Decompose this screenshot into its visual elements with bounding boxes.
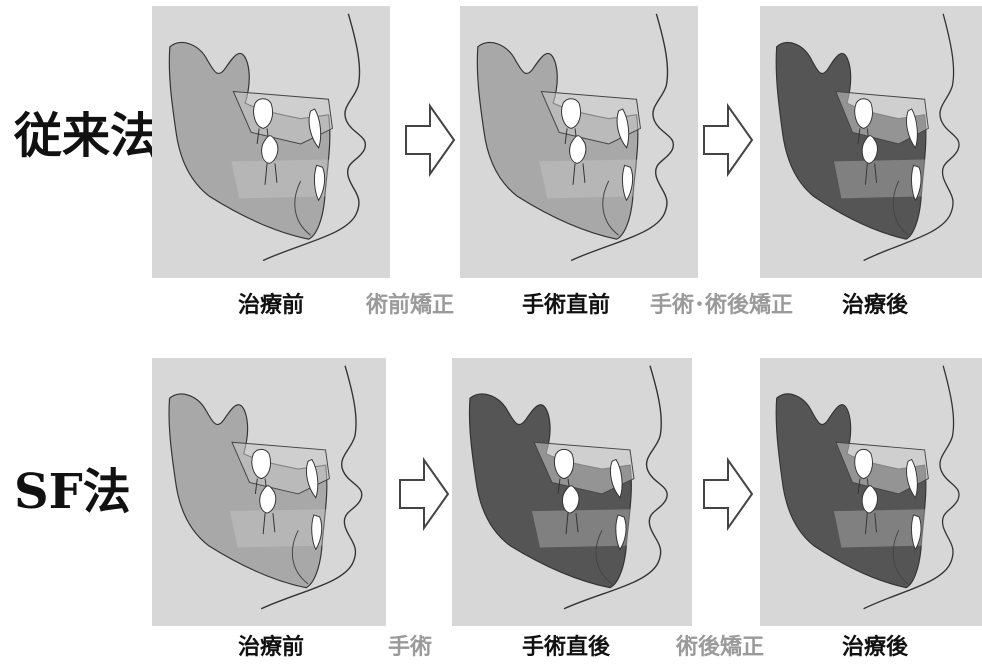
label-conventional-middle: 手術直前 <box>522 294 610 316</box>
label-sf-middle: 手術直後 <box>522 636 610 658</box>
right-arrow-icon <box>700 454 756 534</box>
row-title-conventional: 従来法 <box>14 112 158 160</box>
label-conventional-before: 治療前 <box>238 294 304 316</box>
label-conventional-step1: 術前矯正 <box>366 294 454 316</box>
row-title-sf: SF法 <box>14 468 131 516</box>
label-sf-before: 治療前 <box>238 636 304 658</box>
label-sf-step2: 術後矯正 <box>676 636 764 658</box>
panel-conventional-after <box>760 6 982 278</box>
label-sf-after: 治療後 <box>842 636 908 658</box>
skull-jaw-illustration <box>460 6 698 278</box>
panel-conventional-before <box>152 6 390 278</box>
panel-sf-postsurgery <box>452 358 692 626</box>
skull-jaw-illustration <box>760 358 982 626</box>
label-sf-step1: 手術 <box>388 636 432 658</box>
label-conventional-step2: 手術･術後矯正 <box>650 294 793 316</box>
panel-sf-before <box>152 358 386 626</box>
skull-jaw-illustration <box>152 358 386 626</box>
skull-jaw-illustration <box>760 6 982 278</box>
right-arrow-icon <box>396 454 452 534</box>
label-conventional-after: 治療後 <box>842 294 908 316</box>
panel-conventional-presurgery <box>460 6 698 278</box>
right-arrow-icon <box>402 100 458 180</box>
skull-jaw-illustration <box>452 358 692 626</box>
skull-jaw-illustration <box>152 6 390 278</box>
right-arrow-icon <box>700 100 756 180</box>
panel-sf-after <box>760 358 982 626</box>
